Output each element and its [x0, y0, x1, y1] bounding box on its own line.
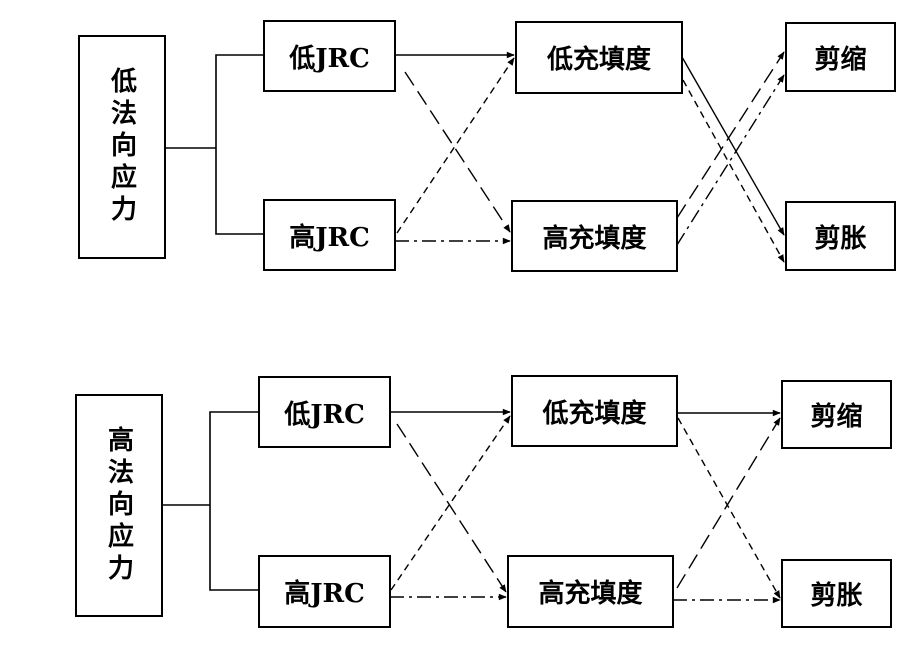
node-shear-contraction: 剪缩 [781, 380, 892, 449]
edge-highjrc-lowfill-shortdash [390, 415, 511, 591]
panel-bottom-connectors [162, 408, 781, 604]
node-label: 剪胀 [814, 223, 867, 254]
edge-highfill-contraction-longdash [676, 51, 785, 219]
node-shear-dilation: 剪胀 [785, 201, 896, 271]
node-label: 高充填度 [542, 223, 647, 254]
node-label: 低充填度 [542, 398, 647, 429]
node-label: 剪缩 [810, 402, 863, 432]
node-label: 低JRC [284, 399, 365, 430]
edge-lowfill-dilation-shortdash [682, 79, 785, 263]
node-low-jrc: 低JRC [258, 376, 391, 448]
node-low-jrc: 低JRC [263, 20, 396, 92]
edge-lowjrc-highfill-longdash [396, 423, 507, 593]
edge-lowfill-dilation-solid [681, 56, 785, 236]
node-label: 低JRC [289, 43, 370, 74]
edge-lowfill-dilation-shortdash [677, 417, 781, 599]
node-label: 剪缩 [814, 44, 867, 75]
node-high-filling: 高充填度 [511, 200, 678, 272]
edge-highfill-contraction-longdash [676, 417, 781, 589]
node-label: 低法向应力 [106, 67, 137, 227]
branch-vertical-connector [215, 54, 263, 235]
edge-highfill-contraction-dashdot [676, 74, 785, 246]
node-high-jrc: 高JRC [263, 199, 396, 271]
node-label: 高JRC [284, 579, 365, 609]
edge-highjrc-lowfill-shortdash [396, 57, 515, 234]
root-node-normal-stress: 低法向应力 [78, 35, 166, 259]
node-label: 高充填度 [538, 579, 643, 609]
edge-lowjrc-highfill-longdash [404, 71, 511, 233]
node-shear-dilation: 剪胀 [781, 559, 892, 628]
node-high-jrc: 高JRC [258, 555, 391, 628]
node-low-filling: 低充填度 [515, 21, 683, 94]
node-low-filling: 低充填度 [511, 375, 678, 447]
node-label: 高JRC [289, 222, 370, 253]
root-node-normal-stress: 高法向应力 [75, 394, 163, 617]
panel-top-connectors [165, 51, 785, 263]
node-label: 高法向应力 [103, 425, 134, 586]
node-label: 剪胀 [810, 581, 863, 611]
node-label: 低充填度 [546, 45, 651, 75]
node-high-filling: 高充填度 [507, 555, 674, 628]
node-shear-contraction: 剪缩 [785, 22, 896, 92]
branch-vertical-connector [209, 411, 258, 591]
